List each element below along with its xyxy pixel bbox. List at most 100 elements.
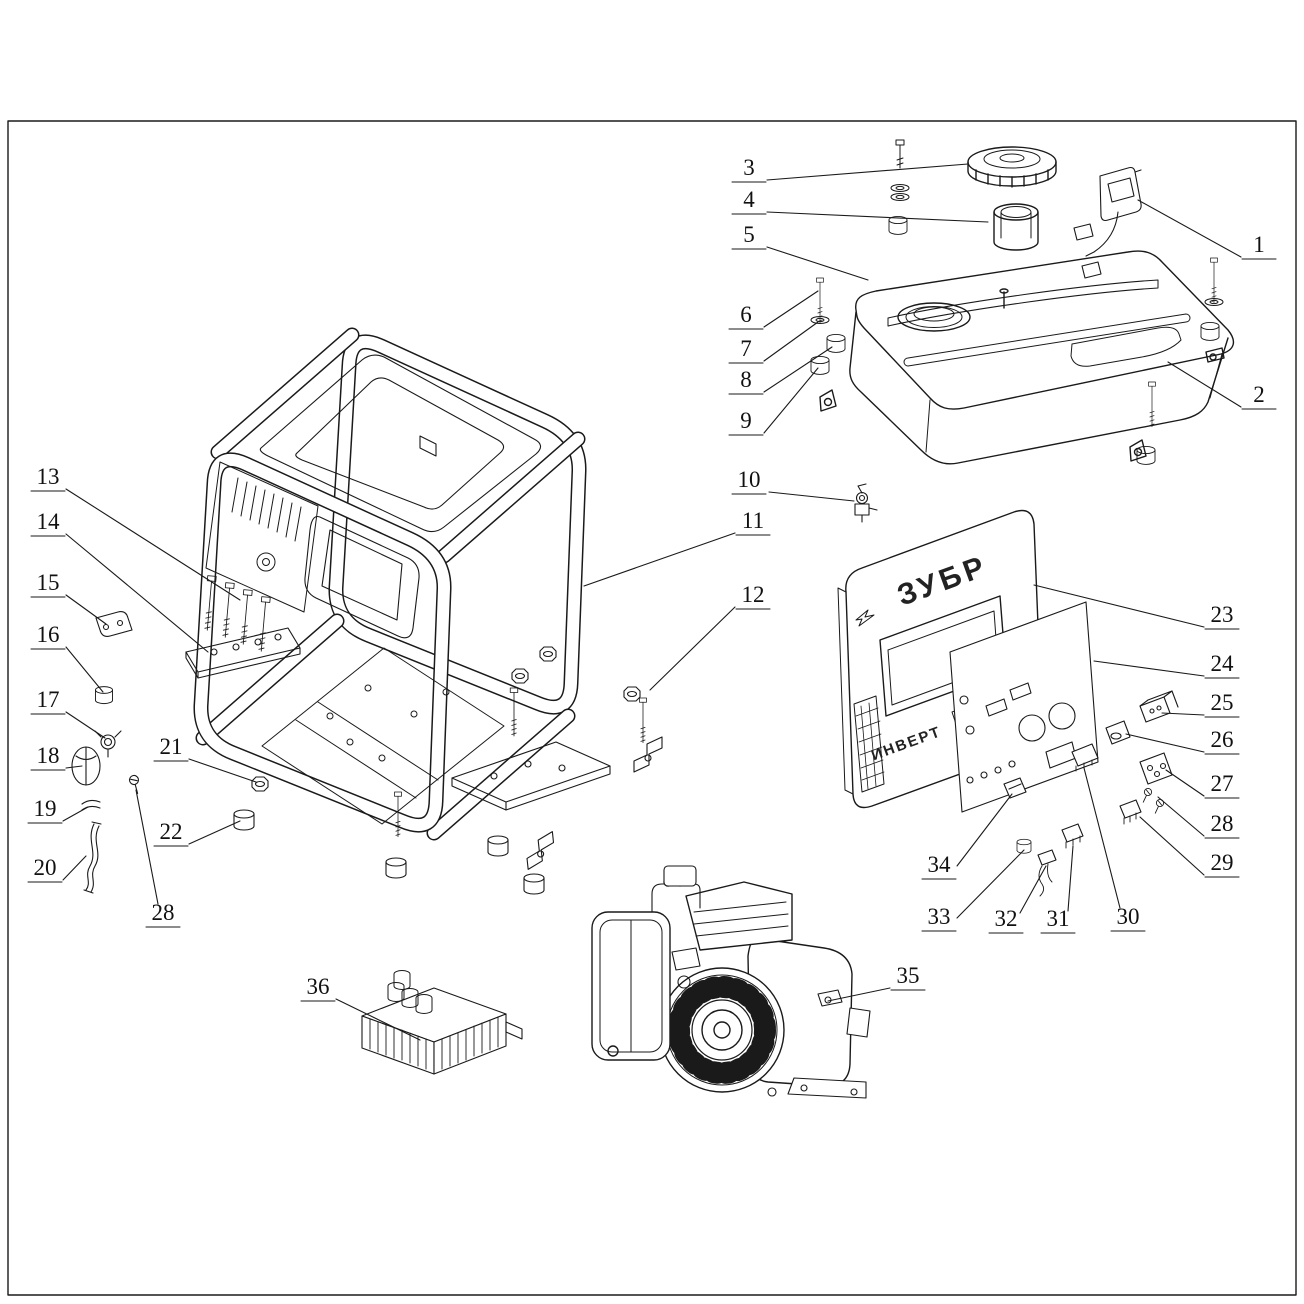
- connector: [1119, 799, 1142, 825]
- part-number-13: 13: [37, 464, 60, 489]
- part-number-5: 5: [743, 222, 755, 247]
- flywheel-fan: [659, 967, 785, 1093]
- leader-line-36: [335, 998, 421, 1041]
- leader-line-1: [1137, 199, 1242, 258]
- part-number-16: 16: [37, 622, 60, 647]
- part-number-15: 15: [37, 570, 60, 595]
- rocker-switch: [1003, 777, 1027, 799]
- part-number-23: 23: [1211, 602, 1234, 627]
- part-number-30: 30: [1117, 904, 1140, 929]
- part-number-10: 10: [738, 467, 761, 492]
- part-number-31: 31: [1047, 906, 1070, 931]
- leader-line-17: [65, 711, 106, 739]
- leader-line-15: [65, 594, 107, 625]
- part-number-34: 34: [928, 852, 952, 877]
- page-border: [7, 120, 1297, 1296]
- leader-line-23: [1033, 584, 1205, 628]
- clamp-part: [94, 730, 122, 758]
- leader-line-31: [1067, 845, 1074, 912]
- feet-parts: [385, 646, 663, 895]
- part-number-25: 25: [1211, 690, 1234, 715]
- leader-line-7: [763, 321, 819, 362]
- small-relay: [1061, 823, 1084, 849]
- part-number-36: 36: [307, 974, 330, 999]
- part-number-21: 21: [160, 734, 183, 759]
- part-number-6: 6: [740, 302, 752, 327]
- leader-line-33: [956, 849, 1025, 919]
- part-number-22: 22: [160, 819, 183, 844]
- part-number-1: 1: [1253, 232, 1265, 257]
- leader-line-30: [1083, 767, 1121, 909]
- frame-top-handle: [259, 354, 542, 533]
- part-number-28: 28: [1211, 811, 1234, 836]
- callouts: 1234567891011121314151617181920212228232…: [27, 155, 1277, 1041]
- leader-line-29: [1139, 816, 1205, 876]
- mount-plate: [185, 627, 301, 679]
- fuel-filter: [993, 203, 1039, 251]
- engine-assembly: [591, 865, 871, 1099]
- left-small-parts: [71, 611, 269, 894]
- capacitors: [387, 970, 433, 1014]
- leader-line-4: [766, 211, 989, 223]
- part-number-7: 7: [740, 336, 752, 361]
- leader-line-12: [649, 606, 736, 691]
- part-number-24: 24: [1211, 651, 1235, 676]
- part-number-26: 26: [1211, 727, 1234, 752]
- part-number-11: 11: [742, 508, 764, 533]
- zubr-logo-mark: [855, 609, 875, 627]
- part-number-32: 32: [995, 906, 1018, 931]
- air-filter-box: [591, 865, 701, 1061]
- part-number-33: 33: [928, 904, 951, 929]
- leader-line-5: [766, 246, 869, 281]
- leader-line-16: [65, 646, 104, 693]
- leader-line-22: [188, 820, 241, 845]
- leader-line-14: [65, 533, 209, 653]
- control-panel-assembly: ЗУБР ИНВЕРТ: [837, 509, 1179, 897]
- power-socket: [1139, 690, 1179, 723]
- leader-line-24: [1093, 660, 1205, 677]
- terminal-block: [1139, 752, 1173, 785]
- part-number-20: 20: [34, 855, 57, 880]
- fuel-petcock: [854, 483, 878, 523]
- fuel-hose: [83, 821, 102, 894]
- leader-line-3: [766, 163, 969, 181]
- part-number-17: 17: [37, 687, 60, 712]
- inverter-module: [361, 970, 523, 1075]
- part-number-2: 2: [1253, 382, 1265, 407]
- leader-line-25: [1161, 712, 1205, 716]
- leader-line-2: [1167, 361, 1242, 408]
- engine-details: [671, 947, 871, 1099]
- panel-grommet: [1016, 838, 1032, 854]
- part-number-19: 19: [34, 796, 57, 821]
- leader-line-10: [768, 491, 855, 502]
- rubber-bushing: [233, 809, 255, 831]
- leader-line-11: [583, 532, 736, 587]
- hex-nut: [251, 776, 269, 792]
- part-number-12: 12: [742, 582, 765, 607]
- part-number-29: 29: [1211, 850, 1234, 875]
- hour-meter: [1073, 166, 1142, 279]
- leader-line-28: [135, 789, 159, 905]
- leader-line-18: [65, 765, 83, 769]
- leader-line-28: [1157, 796, 1205, 837]
- frame-floor-plate: [261, 647, 505, 825]
- part-number-35: 35: [897, 963, 920, 988]
- part-number-9: 9: [740, 408, 752, 433]
- leader-line-20: [62, 855, 87, 881]
- circuit-breaker: [1105, 720, 1131, 745]
- tank-hardware: [810, 139, 1224, 465]
- heatsink-fins: [369, 1016, 499, 1070]
- frame-louver-panel: [205, 461, 319, 613]
- leader-line-6: [763, 290, 819, 328]
- cover-part: [71, 746, 101, 786]
- micro-switch: [1037, 849, 1057, 897]
- leader-line-8: [763, 346, 833, 393]
- frame-side-opening: [304, 515, 420, 639]
- part-number-4: 4: [743, 187, 755, 212]
- fuel-tank: [819, 250, 1235, 465]
- cylinder-head: [663, 877, 793, 951]
- part-number-8: 8: [740, 367, 752, 392]
- relay-module: [1071, 743, 1099, 772]
- panel-back-plate: [949, 601, 1099, 813]
